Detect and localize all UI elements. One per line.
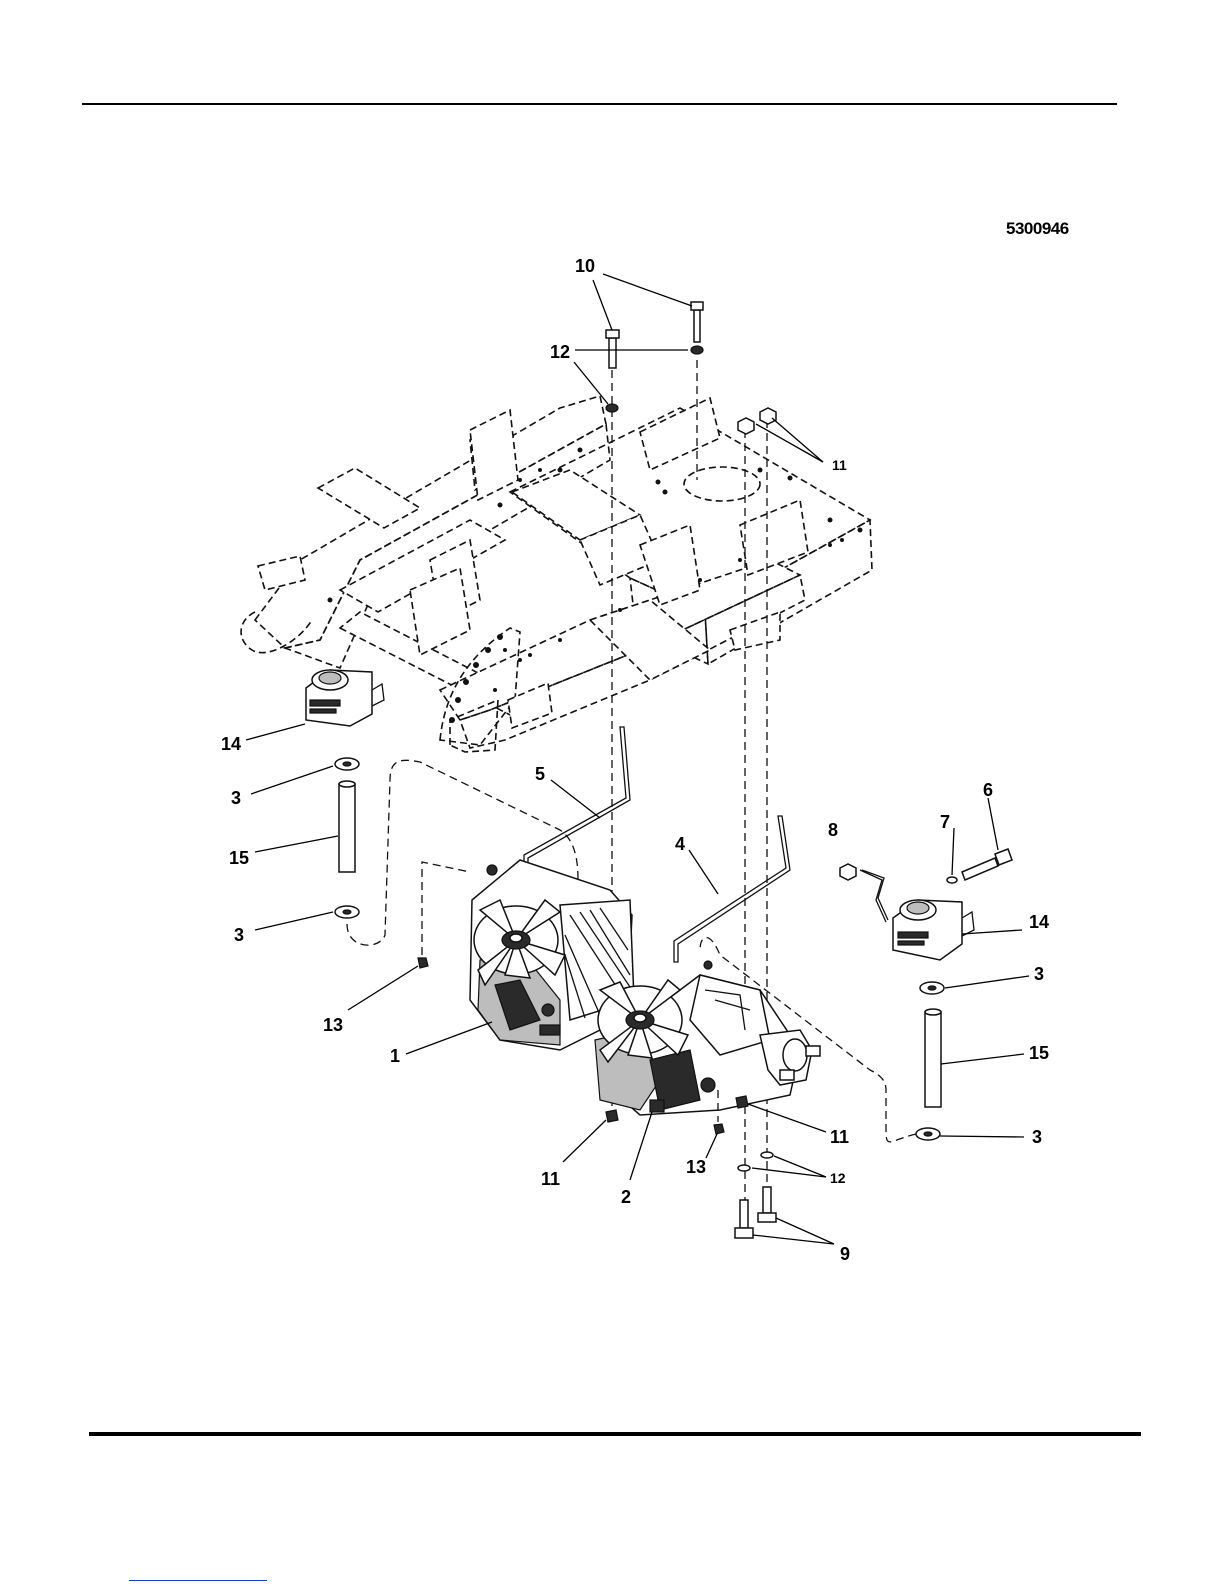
callout-1: 1 — [390, 1046, 400, 1066]
footer-link-underline[interactable] — [129, 1580, 267, 1581]
callout-3-upper-left: 3 — [231, 788, 241, 808]
nut-11-top — [738, 408, 776, 434]
callout-9: 9 — [840, 1244, 850, 1264]
washer-12-lower-left — [738, 1165, 750, 1171]
bolt-10-right — [691, 302, 703, 342]
callout-14-right: 14 — [1029, 912, 1049, 932]
washer-7 — [947, 877, 957, 883]
bolt-10-left — [606, 330, 619, 368]
hose-15-right — [925, 1009, 941, 1107]
callout-4: 4 — [675, 834, 685, 854]
washer-12-lower-right — [761, 1152, 773, 1158]
bolt-9-right — [758, 1187, 776, 1222]
callout-7: 7 — [940, 812, 950, 832]
callout-11-right: 11 — [830, 1127, 849, 1147]
callout-8: 8 — [828, 820, 838, 840]
callout-6: 6 — [983, 780, 993, 800]
callout-2: 2 — [621, 1187, 631, 1207]
clamp-3-upper-right-hole — [928, 986, 936, 990]
clamp-3-lower-left-hole — [343, 910, 351, 914]
bolt-6 — [962, 849, 1012, 880]
callout-15-left: 15 — [229, 848, 249, 868]
footer-rule — [89, 1432, 1141, 1436]
callout-15-right: 15 — [1029, 1043, 1049, 1063]
rod-5 — [524, 727, 630, 878]
callout-13-right: 13 — [686, 1157, 706, 1177]
callout-14-left: 14 — [221, 734, 241, 754]
washer-12-top — [691, 346, 703, 354]
reservoir-right — [893, 900, 974, 960]
callout-3-lower-right: 3 — [1032, 1127, 1042, 1147]
callout-11-top: 11 — [832, 457, 847, 473]
plug-13-right — [714, 1124, 724, 1134]
rod-4 — [674, 816, 790, 962]
bolt-9-left — [735, 1200, 753, 1238]
nut-8 — [840, 864, 856, 880]
reservoir-left — [306, 670, 384, 726]
callout-3-upper-right: 3 — [1034, 964, 1044, 984]
callout-10: 10 — [575, 256, 595, 276]
plug-13-left — [418, 958, 428, 968]
plug-route-left — [422, 862, 470, 955]
callout-12-top: 12 — [550, 342, 570, 362]
callout-3-lower-left: 3 — [234, 925, 244, 945]
callout-12-lower: 12 — [830, 1170, 846, 1186]
callout-11-lower-left: 11 — [541, 1169, 560, 1189]
nut-11-lower-left — [606, 1110, 618, 1122]
clamp-3-lower-right-hole — [924, 1132, 932, 1136]
callout-13-left: 13 — [323, 1015, 343, 1035]
clamp-3-upper-left-hole — [343, 762, 351, 766]
hose-15-left — [339, 781, 355, 872]
nut-11-right — [736, 1096, 748, 1108]
callout-5: 5 — [535, 764, 545, 784]
nut-12 — [606, 404, 618, 412]
